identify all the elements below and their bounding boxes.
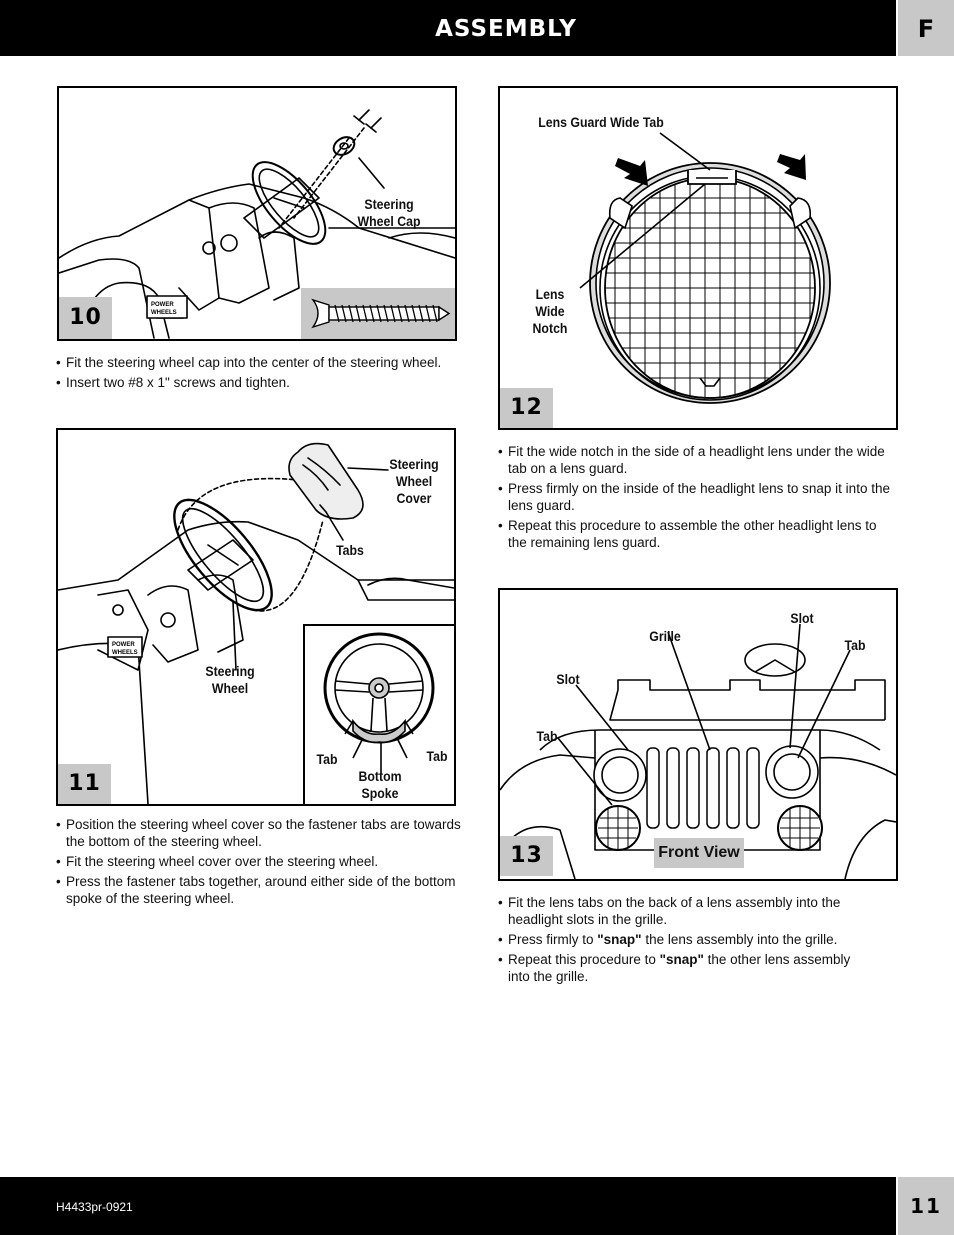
step-11-instructions: Position the steering wheel cover so the… [56, 816, 466, 910]
steering-wheel-label: Steering Wheel [205, 663, 255, 696]
tab-left-label: Tab [536, 728, 558, 744]
page-title: ASSEMBLY [435, 16, 577, 42]
step-13-badge: 13 [500, 836, 553, 876]
list-item: Press firmly on the inside of the headli… [498, 480, 898, 514]
list-item: Repeat this procedure to "snap" the othe… [498, 951, 898, 985]
grille-label: Grille [649, 628, 681, 644]
slot-left-label: Slot [556, 671, 580, 687]
grille-front-view-illustration [500, 623, 896, 879]
steering-wheel-cover-label: Steering Wheel Cover [389, 456, 439, 506]
step-12-instructions: Fit the wide notch in the side of a head… [498, 443, 898, 554]
steering-wheel-inset-illustration [323, 632, 435, 774]
step-10-instructions: Fit the steering wheel cap into the cent… [56, 354, 466, 394]
list-item: Fit the steering wheel cap into the cent… [56, 354, 466, 371]
svg-text:WHEELS: WHEELS [112, 650, 138, 656]
tab-right-label: Tab [426, 748, 448, 764]
document-code: H4433pr-0921 [56, 1200, 133, 1214]
slot-top-label: Slot [790, 610, 814, 626]
lens-guard-wide-tab-label: Lens Guard Wide Tab [538, 114, 664, 130]
list-item: Press firmly to "snap" the lens assembly… [498, 931, 898, 948]
step-13-instructions: Fit the lens tabs on the back of a lens … [498, 894, 898, 988]
list-item: Position the steering wheel cover so the… [56, 816, 466, 850]
header-bar [0, 0, 896, 56]
arrow-left-icon [615, 158, 648, 186]
page-number: 11 [898, 1177, 954, 1235]
step-10-figure: POWER WHEELS Steering Wheel Cap 10 [57, 86, 457, 341]
steering-wheel-cover-illustration: POWER WHEELS [58, 442, 454, 804]
list-item: Insert two #8 x 1" screws and tighten. [56, 374, 466, 391]
svg-text:POWER: POWER [112, 642, 135, 648]
bottom-spoke-inset: Tab Tab Bottom Spoke [303, 624, 454, 804]
lens-wide-notch-label: Lens Wide Notch [532, 286, 568, 336]
tab-top-label: Tab [844, 637, 866, 653]
list-item: Fit the wide notch in the side of a head… [498, 443, 898, 477]
svg-text:POWER: POWER [151, 302, 174, 308]
bottom-spoke-label: Bottom Spoke [358, 768, 402, 801]
step-10-badge: 10 [59, 297, 112, 339]
front-view-label: Front View [654, 838, 744, 868]
tabs-label: Tabs [336, 542, 364, 558]
step-11-figure: POWER WHEELS Steering Wheel Cover Tabs S… [56, 428, 456, 806]
steering-wheel-cap-label: Steering Wheel Cap [357, 196, 421, 229]
list-item: Repeat this procedure to assemble the ot… [498, 517, 898, 551]
screw-inset [301, 288, 455, 339]
headlight-lens-illustration [579, 132, 831, 404]
list-item: Press the fastener tabs together, around… [56, 873, 466, 907]
step-12-badge: 12 [500, 388, 553, 428]
list-item: Fit the lens tabs on the back of a lens … [498, 894, 898, 928]
step-13-figure: Grille Slot Tab Slot Tab Front View 13 [498, 588, 898, 881]
step-12-figure: Lens Guard Wide Tab Lens Wide Notch 12 [498, 86, 898, 430]
screw-icon [311, 298, 451, 329]
footer-bar [0, 1177, 896, 1235]
arrow-right-icon [777, 154, 806, 180]
step-11-badge: 11 [58, 764, 111, 804]
section-tab: F [898, 0, 954, 56]
snap-emphasis: "snap" [597, 932, 642, 947]
tab-left-label: Tab [316, 751, 338, 767]
snap-emphasis: "snap" [659, 952, 704, 967]
list-item: Fit the steering wheel cover over the st… [56, 853, 466, 870]
svg-text:WHEELS: WHEELS [151, 310, 177, 316]
